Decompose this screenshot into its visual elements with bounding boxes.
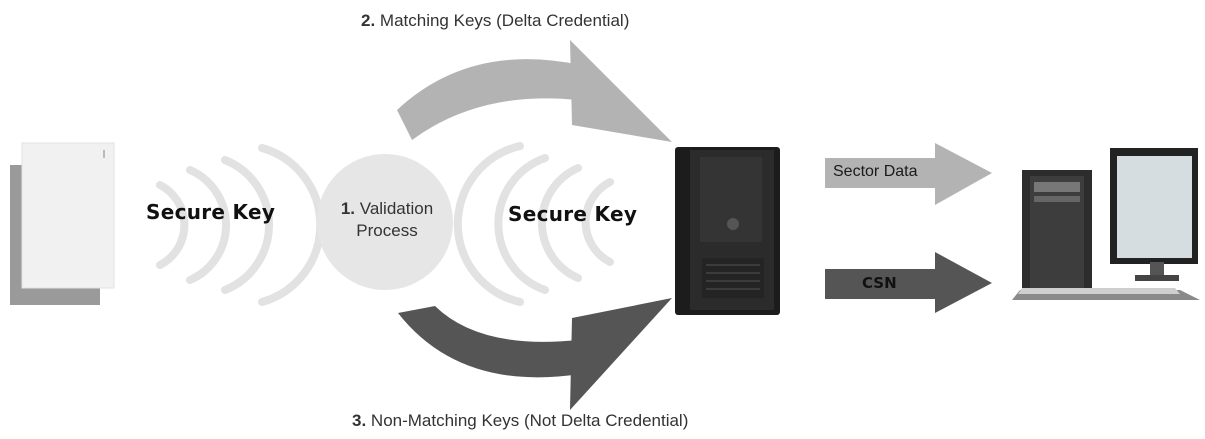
reader-icon [675, 147, 780, 315]
sector-data-label: Sector Data [833, 163, 918, 180]
step-1-number: 1. [340, 199, 356, 218]
step-2-number: 2. [361, 11, 376, 30]
sector-data-arrow [825, 143, 992, 205]
step-3-text: Non-Matching Keys (Not Delta Credential) [366, 411, 689, 430]
validation-circle [317, 154, 453, 290]
right-secure-key-label: Secure Key [508, 202, 638, 226]
step-2-text: Matching Keys (Delta Credential) [375, 11, 630, 30]
matching-keys-caption: 2. Matching Keys (Delta Credential) [361, 11, 629, 31]
step-3-number: 3. [352, 411, 367, 430]
validation-process-label: 1. Validation Process [335, 198, 439, 242]
validation-line-1: Validation [355, 199, 434, 218]
computer-icon [1012, 148, 1200, 300]
csn-label: CSN [862, 274, 897, 292]
left-signal-waves [156, 144, 325, 306]
validation-line-2: Process [356, 221, 418, 240]
non-matching-keys-arrow [398, 298, 672, 410]
non-matching-keys-caption: 3. Non-Matching Keys (Not Delta Credenti… [352, 411, 688, 431]
left-secure-key-label: Secure Key [146, 200, 276, 224]
right-signal-waves [453, 142, 614, 306]
matching-keys-arrow [397, 40, 672, 142]
csn-arrow [825, 252, 992, 313]
card-icon [10, 142, 115, 305]
